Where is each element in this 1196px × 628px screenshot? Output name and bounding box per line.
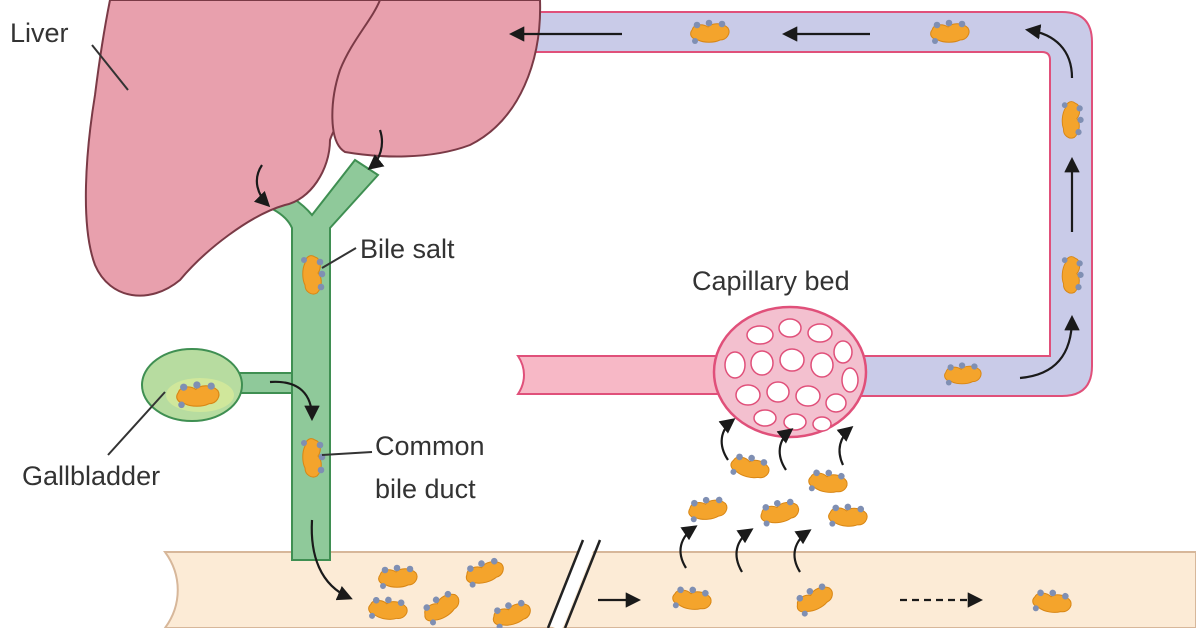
label-capillary-bed: Capillary bed <box>692 266 850 296</box>
capillary-bed <box>712 305 868 439</box>
blood-vessel <box>514 11 1093 439</box>
bile-salt-molecule-icon <box>758 496 802 528</box>
label-bile-salt: Bile salt <box>360 234 455 264</box>
flow-arrow-icon <box>836 426 854 466</box>
flow-arrow-icon <box>776 428 794 471</box>
flow-arrow-icon <box>269 380 320 422</box>
artery <box>516 355 731 395</box>
flow-arrow-icon <box>367 129 385 170</box>
flow-arrows <box>253 24 1080 608</box>
flow-arrow-icon <box>253 164 271 208</box>
label-gallbladder: Gallbladder <box>22 461 160 491</box>
label-common-bile-duct-line1: Common <box>375 431 485 461</box>
flow-arrow-icon <box>735 528 754 573</box>
label-liver: Liver <box>10 18 69 48</box>
break-mark-icon <box>546 537 602 628</box>
labels: Liver Bile salt Capillary bed Common bil… <box>10 18 850 504</box>
bile-salt-molecule-icon <box>687 494 729 524</box>
common-bile-duct <box>248 158 380 561</box>
flow-arrow-icon <box>793 529 812 573</box>
flow-arrow-icon <box>718 418 736 461</box>
flow-arrow-icon <box>1019 314 1080 380</box>
leader-lines <box>91 44 373 456</box>
gallbladder <box>141 348 243 422</box>
bile-salt-molecule-icon <box>827 501 869 531</box>
portal-vein <box>514 11 1093 397</box>
flow-arrow-icon <box>679 525 698 569</box>
flow-arrow-icon <box>1024 24 1074 79</box>
flow-arrow-icon <box>310 519 353 601</box>
bile-salt-molecule-icon <box>727 449 773 485</box>
liver <box>84 0 542 297</box>
bile-salt-molecule-icon <box>806 466 850 498</box>
label-common-bile-duct-line2: bile duct <box>375 474 476 504</box>
